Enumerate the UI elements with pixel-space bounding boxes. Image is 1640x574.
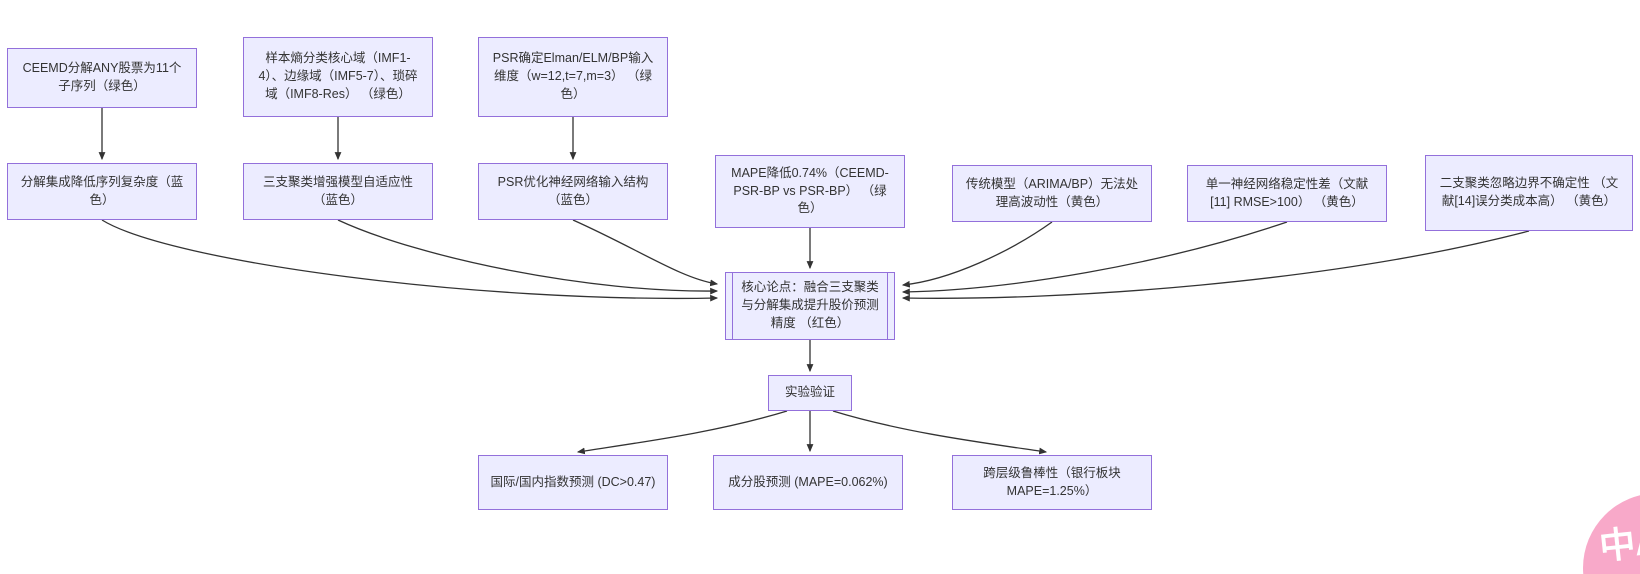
node-core-thesis: 核心论点：融合三支聚类与分解集成提升股价预测精度 （红色） xyxy=(725,272,895,340)
node-two-way-clustering-limitation: 二支聚类忽略边界不确定性 （文献[14]误分类成本高） （黄色） xyxy=(1425,155,1633,231)
watermark-text: 中A xyxy=(1597,520,1640,569)
node-label: MAPE降低0.74%（CEEMD-PSR-BP vs PSR-BP） （绿色） xyxy=(731,165,889,216)
node-sample-entropy-domains: 样本熵分类核心域（IMF1-4）、边缘域（IMF5-7）、琐碎域（IMF8-Re… xyxy=(243,37,433,117)
node-decomposition-reduces-complexity: 分解集成降低序列复杂度（蓝色） xyxy=(7,163,197,220)
node-experimental-validation: 实验验证 xyxy=(768,375,852,411)
node-mape-reduction: MAPE降低0.74%（CEEMD-PSR-BP vs PSR-BP） （绿色） xyxy=(715,155,905,228)
node-label: 传统模型（ARIMA/BP）无法处理高波动性（黄色） xyxy=(965,176,1139,209)
subroutine-inner-border-left xyxy=(732,273,733,339)
node-label: PSR确定Elman/ELM/BP输入维度（w=12,t=7,m=3） （绿色） xyxy=(492,51,654,101)
edge-l-o xyxy=(832,410,1048,455)
edge-i-k xyxy=(901,221,1288,296)
node-label: 样本熵分类核心域（IMF1-4）、边缘域（IMF5-7）、琐碎域（IMF8-Re… xyxy=(258,51,418,101)
edge-e-k xyxy=(337,219,719,295)
node-cross-level-robustness: 跨层级鲁棒性（银行板块 MAPE=1.25%） xyxy=(952,455,1152,510)
node-label: PSR优化神经网络输入结构（蓝色） xyxy=(497,174,649,207)
node-traditional-model-limitation: 传统模型（ARIMA/BP）无法处理高波动性（黄色） xyxy=(952,165,1152,222)
node-three-way-clustering-adaptivity: 三支聚类增强模型自适应性（蓝色） xyxy=(243,163,433,220)
node-index-prediction: 国际/国内指数预测 (DC>0.47) xyxy=(478,455,668,510)
node-label: 成分股预测 (MAPE=0.062%) xyxy=(728,474,888,489)
node-psr-optimizes-input: PSR优化神经网络输入结构（蓝色） xyxy=(478,163,668,220)
node-label: 核心论点：融合三支聚类与分解集成提升股价预测精度 （红色） xyxy=(741,280,879,330)
node-constituent-stock-prediction: 成分股预测 (MAPE=0.062%) xyxy=(713,455,903,510)
node-label: 单一神经网络稳定性差（文献[11] RMSE>100） （黄色） xyxy=(1205,176,1369,209)
node-label: 二支聚类忽略边界不确定性 （文献[14]误分类成本高） （黄色） xyxy=(1439,176,1619,208)
node-label: 跨层级鲁棒性（银行板块 MAPE=1.25%） xyxy=(983,465,1121,498)
edge-j-k xyxy=(901,230,1530,302)
node-label: 分解集成降低序列复杂度（蓝色） xyxy=(20,174,184,207)
node-label: 三支聚类增强模型自适应性（蓝色） xyxy=(262,174,413,207)
edge-d-k xyxy=(101,219,719,302)
node-label: 实验验证 xyxy=(784,385,835,400)
edge-h-k xyxy=(901,221,1053,288)
node-ceemd-decomposition: CEEMD分解ANY股票为11个子序列（绿色） xyxy=(7,48,197,108)
node-single-network-instability: 单一神经网络稳定性差（文献[11] RMSE>100） （黄色） xyxy=(1187,165,1387,222)
edge-f-k xyxy=(572,219,719,287)
node-label: 国际/国内指数预测 (DC>0.47) xyxy=(490,474,656,489)
node-label: CEEMD分解ANY股票为11个子序列（绿色） xyxy=(22,61,182,93)
edge-l-m xyxy=(576,410,788,455)
subroutine-inner-border-right xyxy=(887,273,888,339)
node-psr-input-dimension: PSR确定Elman/ELM/BP输入维度（w=12,t=7,m=3） （绿色） xyxy=(478,37,668,117)
